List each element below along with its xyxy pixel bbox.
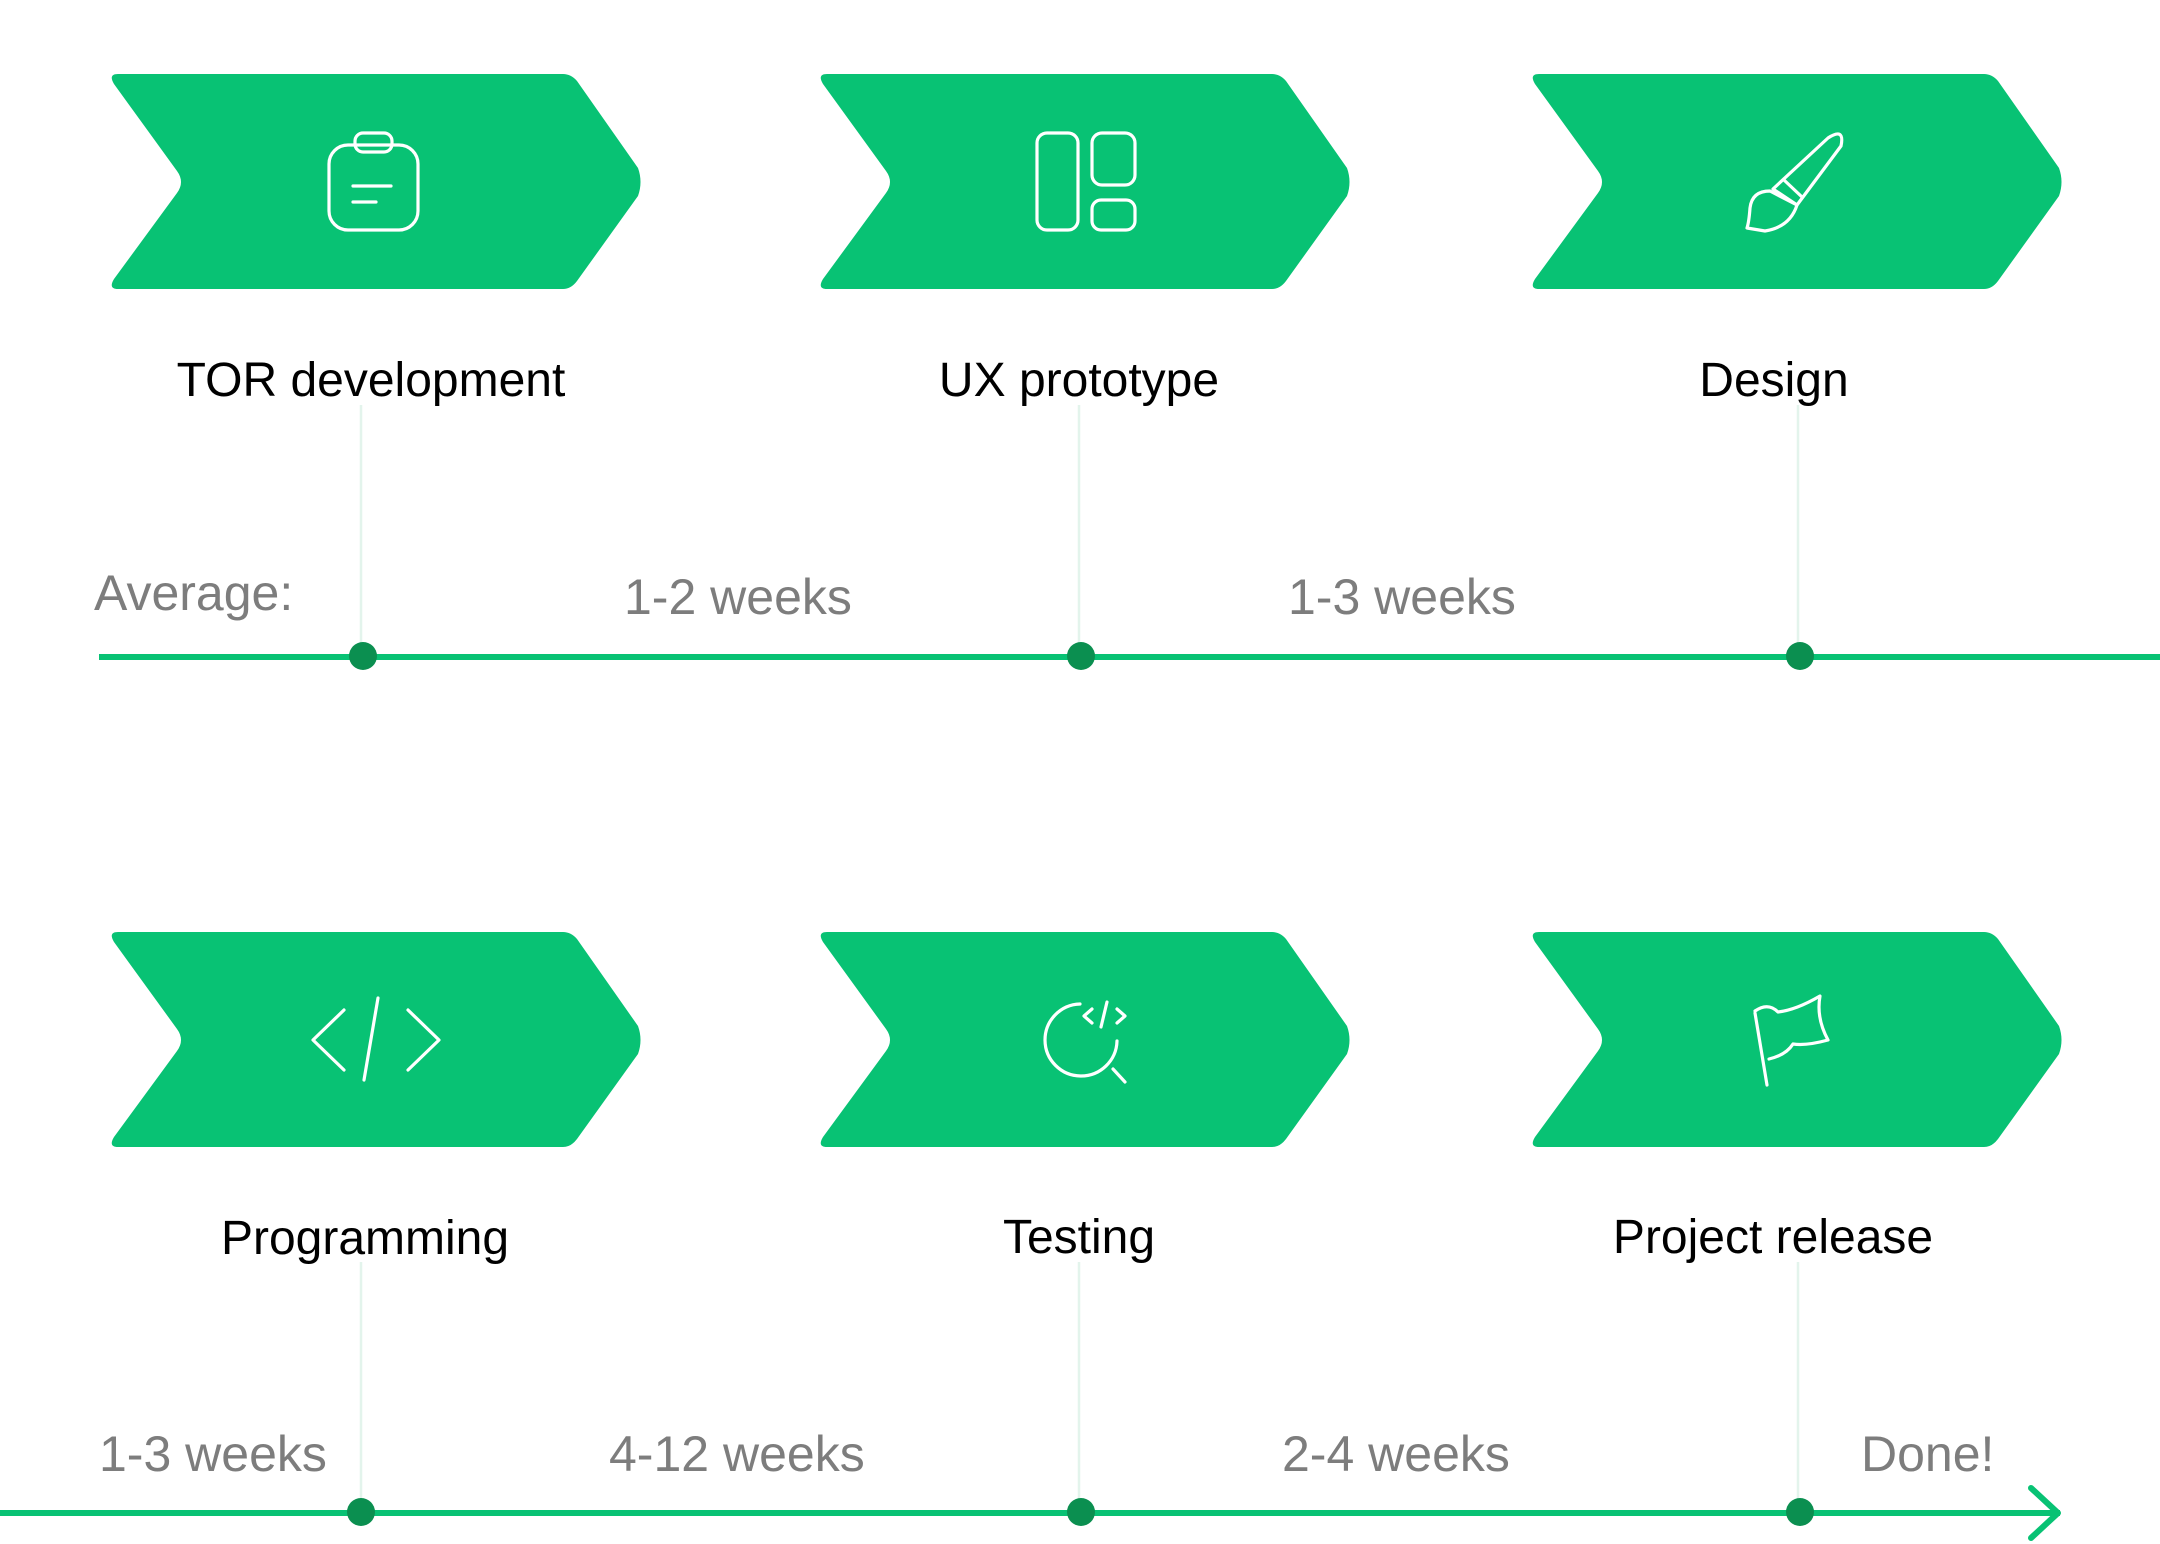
average-label: Average: [94,565,293,621]
code-search-icon [1043,1000,1127,1084]
milestone-dot [1786,642,1814,670]
step-label: TOR development [177,354,566,407]
step-testing: Testing [820,932,1350,1264]
arrow-head-icon [2028,1485,2061,1541]
duration-label: 4-12 weeks [609,1426,865,1482]
step-label: Programming [221,1212,509,1265]
step-project-release: Project release [1532,932,2062,1264]
paintbrush-icon [1745,132,1844,233]
milestone-dot [1067,642,1095,670]
step-label: Testing [1003,1211,1155,1264]
step-label: UX prototype [939,354,1219,407]
chevron-shape [820,932,1350,1147]
duration-label: 1-3 weeks [1288,569,1516,625]
layout-icon [1035,131,1137,232]
step-label: Project release [1613,1211,1933,1264]
step-label: Design [1699,354,1848,407]
step-ux-prototype: UX prototype [820,74,1350,407]
code-icon [311,996,441,1082]
done-label: Done! [1861,1426,1994,1482]
chevron-shape [111,932,641,1147]
clipboard-icon [327,131,420,232]
duration-label: 1-2 weeks [624,569,852,625]
step-tor-development: TOR development [111,74,641,407]
milestone-dot [1786,1498,1814,1526]
chevron-shape [111,74,641,289]
chevron-shape [820,74,1350,289]
milestone-dot [1067,1498,1095,1526]
chevron-shape [1532,74,2062,289]
chevron-shape [1532,932,2062,1147]
duration-label: 2-4 weeks [1282,1426,1510,1482]
milestone-dot [347,1498,375,1526]
step-design: Design [1532,74,2062,407]
milestone-dot [349,642,377,670]
flag-icon [1753,994,1830,1087]
duration-label: 1-3 weeks [99,1426,327,1482]
step-programming: Programming [111,932,641,1265]
